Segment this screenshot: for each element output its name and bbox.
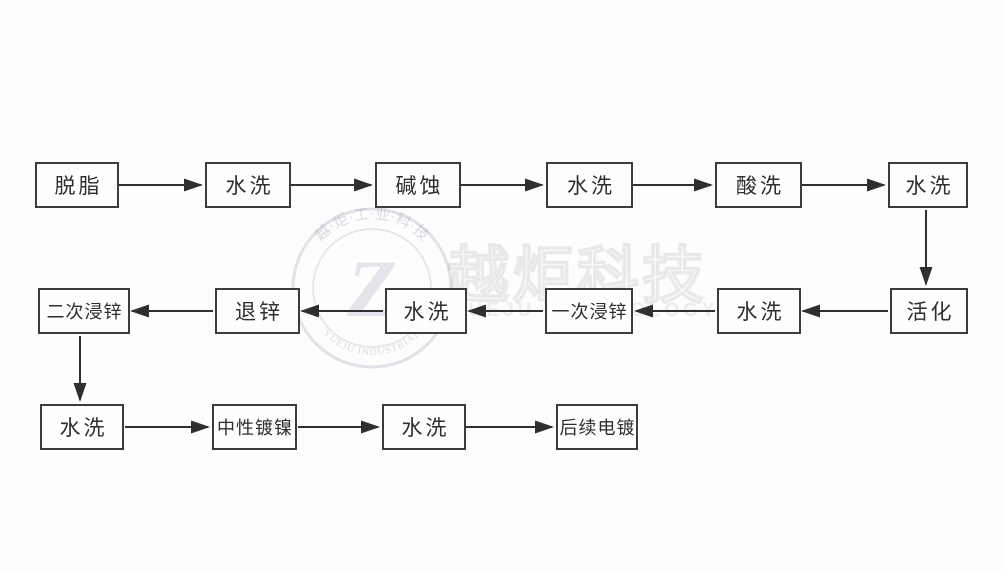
node-water-wash-5: 水洗	[385, 288, 467, 334]
node-acid-wash: 酸洗	[715, 162, 802, 208]
node-zinc-strip: 退锌	[215, 288, 300, 334]
node-first-zincate: 一次浸锌	[545, 288, 633, 334]
node-neutral-nickel-plating: 中性镀镍	[212, 404, 297, 450]
node-alkaline-etch: 碱蚀	[375, 162, 461, 208]
node-water-wash-1: 水洗	[205, 162, 291, 208]
node-activation: 活化	[890, 288, 968, 334]
node-degrease: 脱脂	[35, 162, 119, 208]
node-water-wash-2: 水洗	[546, 162, 633, 208]
node-water-wash-6: 水洗	[40, 404, 124, 450]
node-subsequent-electroplating: 后续电镀	[556, 404, 638, 450]
node-second-zincate: 二次浸锌	[38, 288, 130, 334]
node-water-wash-4: 水洗	[717, 288, 801, 334]
node-water-wash-7: 水洗	[382, 404, 466, 450]
node-water-wash-3: 水洗	[888, 162, 968, 208]
